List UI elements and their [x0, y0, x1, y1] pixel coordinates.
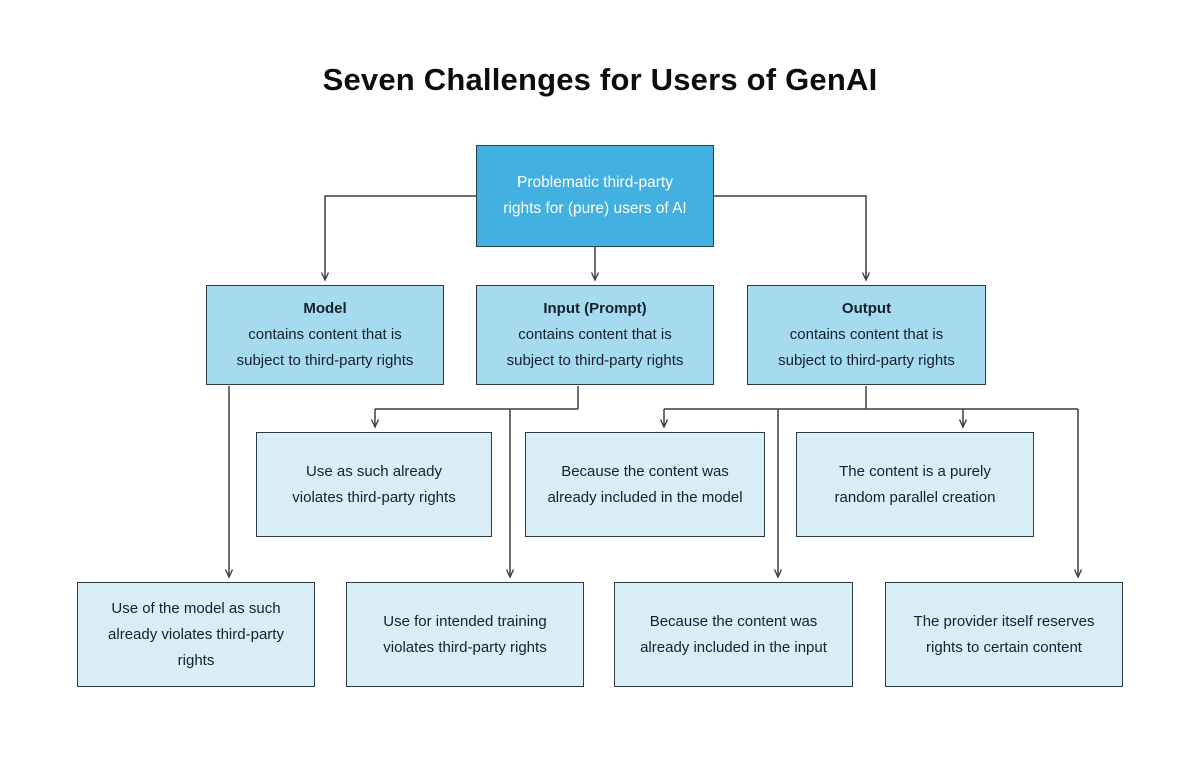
node-text-line: Problematic third-party — [517, 174, 673, 191]
node-input-prompt: Input (Prompt) contains content that is … — [476, 285, 714, 385]
node-content-included-in-input: Because the content was already included… — [614, 582, 853, 687]
node-model: Model contains content that is subject t… — [206, 285, 444, 385]
node-text-line: Use as such already — [306, 462, 442, 480]
node-heading: Model — [303, 300, 347, 317]
node-text-line: rights to certain content — [926, 638, 1082, 656]
node-model-use-violates-rights: Use of the model as such already violate… — [77, 582, 315, 687]
node-text-line: subject to third-party rights — [778, 352, 955, 369]
connector-root-to-model — [325, 195, 476, 280]
node-text-line: random parallel creation — [834, 488, 996, 506]
node-text-line: Use for intended training — [383, 612, 547, 630]
node-text-line: contains content that is — [789, 326, 944, 343]
node-use-as-such-violates: Use as such already violates third-party… — [256, 432, 492, 537]
node-text-line: contains content that is — [518, 326, 672, 343]
node-text-line: The content is a purely — [839, 462, 991, 480]
node-heading: Output — [841, 300, 892, 317]
node-text-line: contains content that is — [248, 326, 402, 343]
node-text-line: Because the content was — [649, 612, 818, 630]
connector-root-to-output — [714, 195, 866, 280]
node-provider-reserves-rights: The provider itself reserves rights to c… — [885, 582, 1123, 687]
node-text-line: Because the content was — [561, 462, 729, 480]
node-training-use-violates-rights: Use for intended training violates third… — [346, 582, 584, 687]
node-content-included-in-model: Because the content was already included… — [525, 432, 765, 537]
node-heading: Input (Prompt) — [543, 300, 647, 317]
node-text-line: Use of the model as such — [111, 599, 281, 617]
node-text-line: violates third-party rights — [383, 638, 547, 656]
node-text-line: subject to third-party rights — [506, 352, 684, 369]
node-text-line: rights — [177, 651, 215, 669]
node-text-line: rights for (pure) users of AI — [503, 200, 687, 217]
node-output: Output contains content that is subject … — [747, 285, 986, 385]
node-text-line: violates third-party rights — [292, 488, 456, 506]
node-text-line: subject to third-party rights — [236, 352, 414, 369]
node-root-problematic-rights: Problematic third-party rights for (pure… — [476, 145, 714, 247]
node-text-line: already violates third-party — [108, 625, 284, 643]
node-text-line: already included in the model — [547, 488, 743, 506]
node-text-line: The provider itself reserves — [913, 612, 1095, 630]
node-text-line: already included in the input — [640, 638, 827, 656]
page-title: Seven Challenges for Users of GenAI — [322, 62, 878, 97]
node-random-parallel-creation: The content is a purely random parallel … — [796, 432, 1034, 537]
